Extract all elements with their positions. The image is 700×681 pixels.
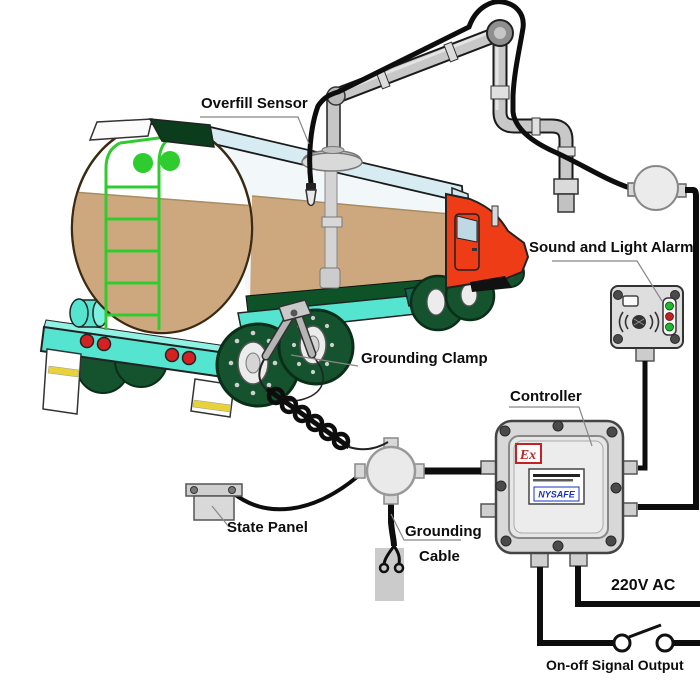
controller-screws: [495, 420, 622, 552]
top-wedge: [148, 118, 215, 148]
alarm-light-green: [665, 301, 674, 311]
alarm-cable: [638, 361, 648, 471]
ex-badge-text: Ex: [519, 448, 536, 463]
tank-marker-dot: [160, 151, 180, 171]
sensor-signal-cable: [307, 0, 633, 191]
signal-output-label: On-off Signal Output: [546, 657, 684, 673]
tail-lights: [79, 333, 197, 366]
mud-flap: [42, 348, 82, 415]
signal-output-wire: [537, 567, 614, 646]
controller-callout: [509, 406, 593, 447]
state-panel-label: State Panel: [227, 519, 308, 536]
controller-box: Ex NYSAFE: [480, 419, 638, 568]
alarm-chip: [622, 295, 639, 307]
grounding-cable-label-1: Grounding: [405, 523, 482, 540]
top-hatch: [88, 118, 153, 141]
sensor-probe: [305, 183, 317, 207]
cab-door: [454, 213, 480, 271]
pipe-outlet-end: [557, 193, 575, 213]
grounding-clamp-label: Grounding Clamp: [361, 350, 488, 367]
truck-cab: [445, 192, 530, 292]
pipe-junction-box: [627, 165, 687, 211]
overfill-sensor-callout: [200, 116, 310, 145]
grounding-coil-cable: [265, 386, 389, 451]
power-supply-label: 220V AC: [611, 577, 676, 594]
tank-marker-dot: [133, 153, 153, 173]
grounding-cable-down: [378, 504, 405, 574]
overfill-sensor-assembly: [301, 86, 363, 289]
grounding-cable-label-2: Cable: [419, 548, 460, 565]
state-panel-cable: [231, 475, 359, 512]
junction-box: [354, 437, 425, 505]
callout-lines: [200, 116, 663, 541]
alarm-speaker-icon: [618, 311, 660, 333]
overfill-sensor-label: Overfill Sensor: [201, 95, 308, 112]
sound-light-alarm-label: Sound and Light Alarm: [529, 239, 694, 256]
tank-front: [70, 118, 254, 335]
grounding-cable-callout: [390, 513, 461, 541]
controller-label: Controller: [510, 388, 582, 405]
state-panel-callout: [211, 505, 230, 528]
alarm-box: [610, 285, 684, 362]
switch-symbol: [612, 623, 700, 653]
brand-text: NYSAFE: [538, 490, 576, 500]
alarm-light-green: [665, 322, 674, 332]
tanker-truck: [39, 118, 530, 418]
loading-arm-pipe: [328, 19, 579, 213]
grounding-clamp-callout: [290, 354, 359, 367]
power-wire: [575, 566, 700, 607]
alarm-light-red: [665, 312, 674, 321]
grounding-clamp-group: [258, 299, 324, 402]
state-panel-box: [185, 483, 243, 521]
cab-window: [456, 215, 478, 243]
controller-label-sticker: NYSAFE: [528, 468, 585, 505]
alarm-callout: [552, 260, 663, 302]
alarm-feed-wire: [638, 187, 699, 510]
controller-ex-badge: Ex: [515, 443, 542, 464]
